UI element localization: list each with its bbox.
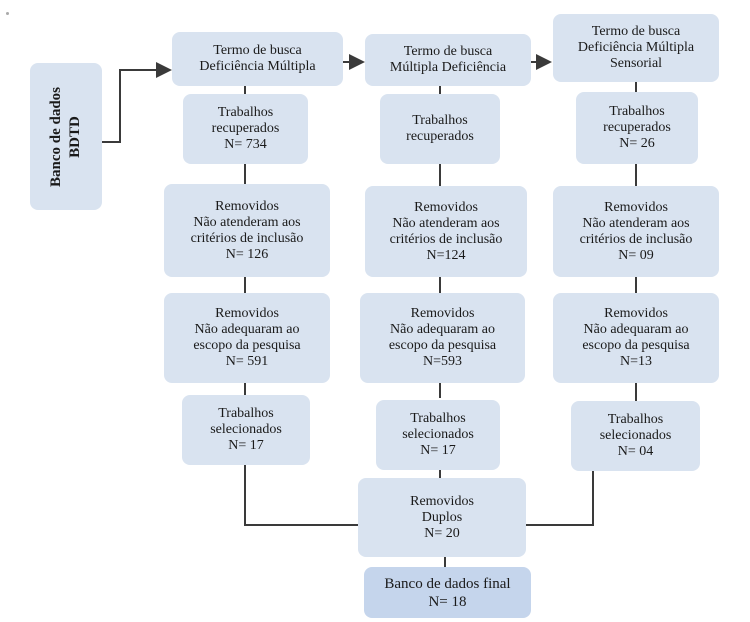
removed-scope-col2: Removidos Não adequaram ao escopo da pes…	[388, 306, 497, 369]
removed-criteria-col2: Removidos Não atenderam aos critérios de…	[389, 199, 503, 263]
removed-criteria-col1: Removidos Não atenderam aos critérios de…	[190, 198, 304, 262]
selected-col1: Trabalhos selecionados N= 17	[210, 406, 282, 453]
duplicates-removed: Removidos Duplos N= 20	[410, 493, 474, 541]
removed-criteria-box-col2: Removidos Não atenderam aos critérios de…	[365, 186, 527, 277]
selected-col2: Trabalhos selecionados N= 17	[402, 411, 474, 458]
retrieved-box-col1: Trabalhos recuperados N= 734	[183, 94, 308, 164]
final-database: Banco de dados final N= 18	[384, 575, 511, 610]
removed-scope-box-col1: Removidos Não adequaram ao escopo da pes…	[164, 293, 330, 383]
search-term-box-col3: Termo de busca Deficiência Múltipla Sens…	[553, 14, 719, 82]
selected-box-col3: Trabalhos selecionados N= 04	[571, 401, 700, 471]
selected-box-col2: Trabalhos selecionados N= 17	[376, 400, 500, 470]
removed-scope-box-col3: Removidos Não adequaram ao escopo da pes…	[553, 293, 719, 383]
retrieved-col2: Trabalhos recuperados	[406, 113, 474, 144]
removed-criteria-box-col1: Removidos Não atenderam aos critérios de…	[164, 184, 330, 277]
search-term-box-col2: Termo de busca Múltipla Deficiência	[365, 34, 531, 86]
search-term-box-col1: Termo de busca Deficiência Múltipla	[172, 32, 343, 86]
removed-criteria-box-col3: Removidos Não atenderam aos critérios de…	[553, 186, 719, 277]
duplicates-removed-box: Removidos Duplos N= 20	[358, 478, 526, 557]
removed-scope-box-col2: Removidos Não adequaram ao escopo da pes…	[360, 293, 525, 383]
retrieved-col1: Trabalhos recuperados N= 734	[211, 105, 280, 152]
search-term-col2: Termo de busca Múltipla Deficiência	[389, 44, 507, 75]
selected-box-col1: Trabalhos selecionados N= 17	[182, 395, 310, 465]
removed-scope-col1: Removidos Não adequaram ao escopo da pes…	[193, 306, 301, 369]
merge-col1	[244, 465, 358, 526]
final-database-box: Banco de dados final N= 18	[364, 567, 531, 618]
selected-col3: Trabalhos selecionados N= 04	[599, 412, 672, 459]
retrieved-box-col3: Trabalhos recuperados N= 26	[576, 92, 698, 164]
search-term-col1: Termo de busca Deficiência Múltipla	[199, 43, 316, 74]
removed-scope-col3: Removidos Não adequaram ao escopo da pes…	[582, 306, 690, 369]
merge-col3	[526, 470, 594, 526]
corner-mark	[6, 12, 9, 15]
search-term-col3: Termo de busca Deficiência Múltipla Sens…	[577, 24, 695, 71]
retrieved-col3: Trabalhos recuperados N= 26	[603, 104, 671, 151]
database-source-box: Banco de dados BDTD	[30, 63, 102, 210]
connector-db-to-term	[102, 62, 172, 143]
retrieved-box-col2: Trabalhos recuperados	[380, 94, 500, 164]
database-source-label: Banco de dados BDTD	[48, 86, 83, 187]
removed-criteria-col3: Removidos Não atenderam aos critérios de…	[579, 199, 693, 263]
